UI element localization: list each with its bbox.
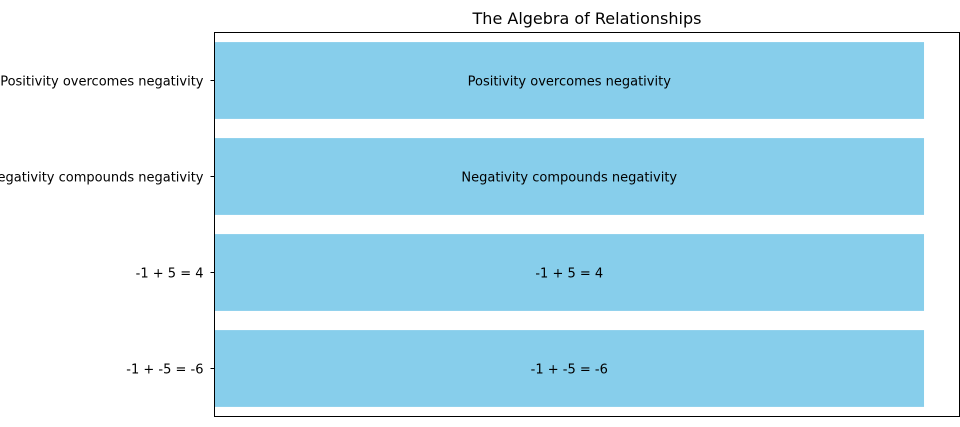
y-tick-label-3: Positivity overcomes negativity bbox=[0, 75, 204, 90]
bar-1 bbox=[214, 234, 925, 311]
bar-2 bbox=[214, 138, 925, 215]
y-tick-label-0: -1 + -5 = -6 bbox=[126, 363, 203, 378]
bars-layer bbox=[214, 42, 925, 407]
bar-label-1: -1 + 5 = 4 bbox=[535, 267, 603, 282]
y-ticks-layer: -1 + -5 = -6 -1 + 5 = 4 Negativity compoun… bbox=[0, 75, 215, 378]
y-tick-label-2: Negativity compounds negativity bbox=[0, 171, 204, 186]
bar-3 bbox=[214, 42, 925, 119]
bar-label-2: Negativity compounds negativity bbox=[461, 171, 677, 186]
bar-label-0: -1 + -5 = -6 bbox=[531, 363, 608, 378]
y-tick-label-1: -1 + 5 = 4 bbox=[136, 267, 204, 282]
bar-labels-layer: -1 + -5 = -6 -1 + 5 = 4 Negativity compoun… bbox=[461, 75, 677, 378]
chart-title: The Algebra of Relationships bbox=[472, 9, 702, 28]
bar-0 bbox=[214, 330, 925, 407]
bar-label-3: Positivity overcomes negativity bbox=[468, 75, 672, 90]
